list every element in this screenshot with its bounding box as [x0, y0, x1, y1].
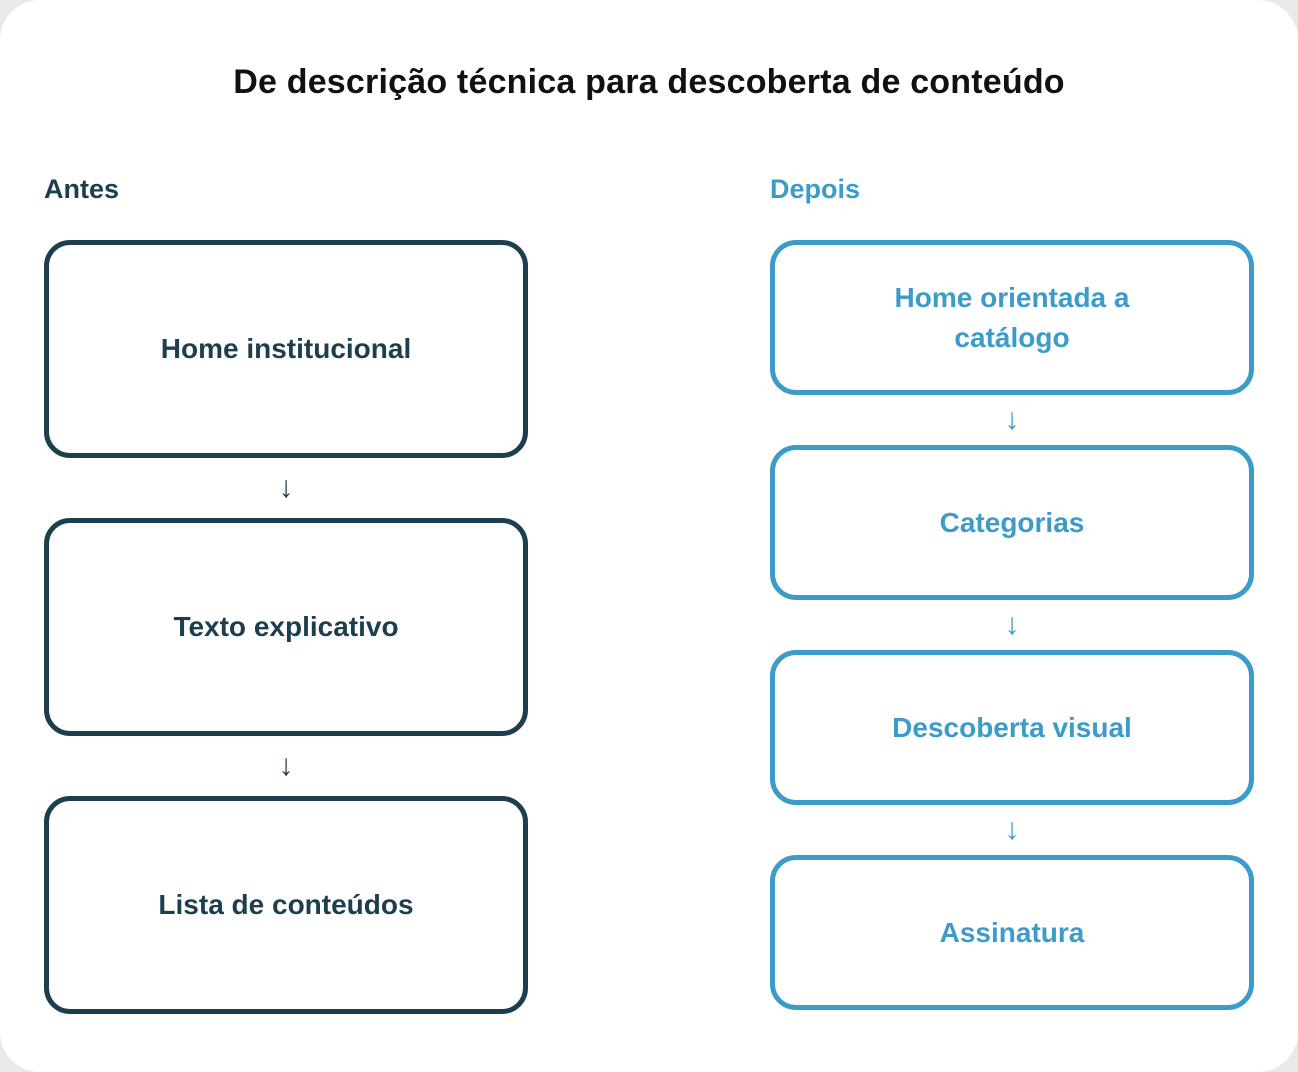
before-column: Antes Home institucional ↓ Texto explica… — [44, 104, 528, 1014]
flow-box-assinatura: Assinatura — [770, 855, 1254, 1010]
flow-box-home-orientada-a-catalogo: Home orientada a catálogo — [770, 240, 1254, 395]
flow-box-label: Lista de conteúdos — [158, 889, 414, 920]
flow-box-descoberta-visual: Descoberta visual — [770, 650, 1254, 805]
flow-box-label: Home institucional — [160, 333, 412, 364]
flow-box-label: Texto explicativo — [173, 611, 399, 642]
flow-box-label: Categorias — [939, 506, 1085, 538]
flow-box-home-institucional: Home institucional — [44, 240, 528, 458]
down-arrow-icon: ↓ — [1004, 813, 1020, 846]
columns-container: Antes Home institucional ↓ Texto explica… — [0, 104, 1298, 1014]
down-arrow-icon: ↓ — [1004, 608, 1020, 641]
down-arrow-icon: ↓ — [278, 749, 294, 782]
flow-box-categorias: Categorias — [770, 445, 1254, 600]
before-column-label: Antes — [44, 174, 120, 204]
after-column: Depois Home orientada a catálogo ↓ Categ… — [770, 104, 1254, 1014]
diagram-title: De descrição técnica para descoberta de … — [233, 63, 1065, 101]
flow-box-label: Assinatura — [939, 916, 1085, 948]
down-arrow-icon: ↓ — [1004, 403, 1020, 436]
after-column-label: Depois — [770, 174, 861, 204]
flow-box-label: Home orientada a catálogo — [894, 281, 1130, 353]
down-arrow-icon: ↓ — [278, 471, 294, 504]
flow-box-lista-de-conteudos: Lista de conteúdos — [44, 796, 528, 1014]
flow-box-label: Descoberta visual — [892, 711, 1132, 743]
flow-box-texto-explicativo: Texto explicativo — [44, 518, 528, 736]
